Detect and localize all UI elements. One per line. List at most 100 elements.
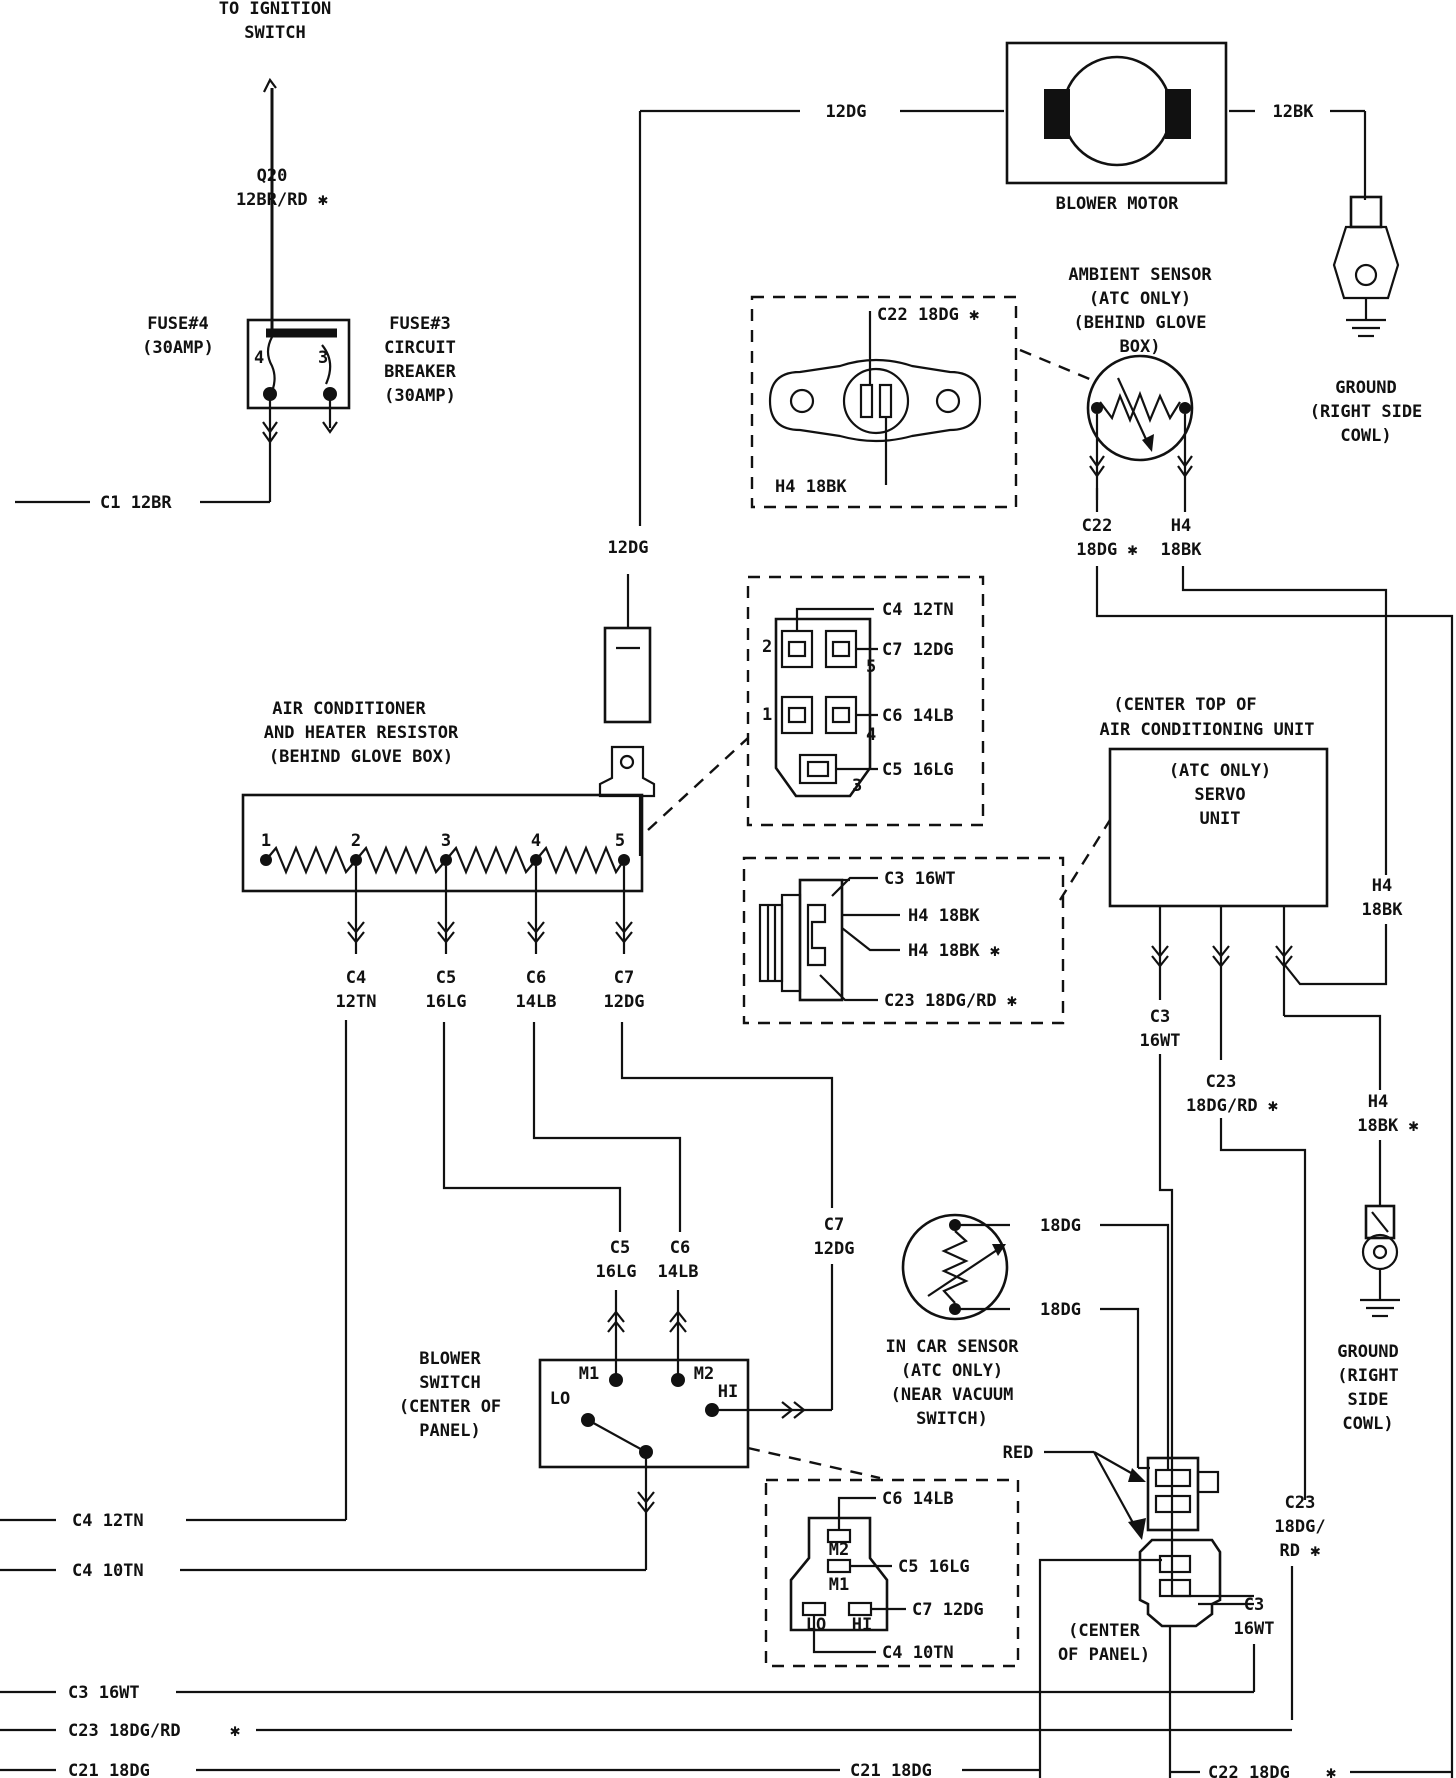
bus-c23-line1: C23	[1285, 1493, 1316, 1513]
bus-c23-line2: 18DG/	[1274, 1517, 1325, 1537]
servo-connector-h4star-label: H4 18BK ✱	[908, 941, 1000, 961]
ambient-connector-body	[842, 367, 910, 435]
resistor-connector-detail: 2 5 1 4 3 C4 12TN C7 12DG C6 14LB C5 16L…	[746, 575, 985, 827]
c23-bus-wire	[1219, 1118, 1307, 1500]
resistor-connector-c7-label: C7 12DG	[882, 640, 954, 660]
ambient-connector-cavity-1	[859, 383, 874, 419]
ambient-h4-connector	[1177, 455, 1193, 478]
ambient-c22-spec: 18DG ✱	[1076, 540, 1137, 560]
fuse3-terminal	[323, 387, 337, 401]
red-label: RED	[1003, 1443, 1034, 1463]
servo-unit-line1: (ATC ONLY)	[1169, 761, 1271, 781]
ambient-h4-spec: 18BK	[1161, 540, 1203, 560]
servo-connector-leader	[1058, 819, 1112, 901]
resistor-lead-connector	[603, 626, 652, 724]
resistor-connector-pin-label-5: 5	[866, 657, 876, 677]
servo-h4b-code: H4	[1368, 1092, 1388, 1112]
resistor-terminal-4	[530, 854, 542, 866]
resistor-terminal-4-label: 4	[531, 831, 541, 851]
in-car-sensor-body	[901, 1213, 1009, 1321]
blower-switch-housing	[538, 1358, 750, 1469]
resistor-c6-connector	[527, 921, 545, 944]
fuse3-rating: (30AMP)	[384, 386, 456, 406]
resistor-connector-pin-label-1: 1	[762, 705, 772, 725]
ambient-connector-hole-left	[789, 388, 815, 414]
blower-switch-line2: SWITCH	[419, 1373, 480, 1393]
resistor-c6-spec: 14LB	[516, 992, 557, 1012]
switch-connector-c6-lead	[837, 1496, 876, 1530]
switch-wiper	[587, 1419, 647, 1453]
switch-connector-c5-wire: C5 16LG	[898, 1557, 970, 1577]
resistor-connector-c6-label: C6 14LB	[882, 706, 954, 726]
fuse3-pin: 3	[318, 348, 328, 368]
ambient-thermistor-zigzag	[1099, 390, 1181, 423]
switch-m1-label: M1	[579, 1364, 599, 1384]
blower-motor-symbol	[1061, 55, 1173, 167]
switch-hi-label: HI	[718, 1382, 738, 1402]
resistor-c5-spec: 16LG	[426, 992, 467, 1012]
resistor-connector-pin-label-2: 2	[762, 637, 772, 657]
in-car-sensor-line3: (NEAR VACUUM	[891, 1385, 1014, 1405]
fuse4-terminal	[263, 387, 277, 401]
blower-ground-wire-label: 12BK	[1273, 102, 1315, 122]
bottom-c22-label: C22 18DG	[1208, 1763, 1290, 1778]
ambient-sensor: AMBIENT SENSOR (ATC ONLY) (BEHIND GLOVE …	[1068, 265, 1454, 1778]
left-harness: C4 12TN C4 10TN C3 16WT C23 18DG/RD ✱ C2…	[0, 1511, 1452, 1778]
switch-c7-code: C7	[824, 1215, 844, 1235]
left-c21-label: C21 18DG	[68, 1761, 150, 1778]
resistor-connector-cavity-3	[798, 753, 838, 785]
servo-c3-code: C3	[1150, 1007, 1170, 1027]
switch-connector-hi-cavity	[847, 1601, 873, 1617]
lower-connector-cavity-1	[1158, 1554, 1192, 1574]
switch-connector-body	[789, 1516, 889, 1632]
servo-c3-connector	[1151, 945, 1169, 968]
fuse-block-housing	[246, 318, 351, 410]
upper-connector-cavity-1	[1154, 1468, 1192, 1488]
in-car-thermistor-arrow	[927, 1247, 1001, 1297]
servo-connector-c23-label: C23 18DG/RD ✱	[884, 991, 1017, 1011]
ignition-label-2: SWITCH	[244, 23, 305, 43]
servo-location-line2: AIR CONDITIONING UNIT	[1100, 720, 1315, 740]
blower-switch-line4: PANEL)	[419, 1421, 480, 1441]
red-leader-lower-arrow	[1128, 1518, 1146, 1540]
ambient-sensor-line2: (ATC ONLY)	[1089, 289, 1191, 309]
ignition-label-1: TO IGNITION	[219, 0, 332, 19]
switch-m2-contact	[671, 1373, 685, 1387]
servo-connector-body	[798, 878, 844, 1002]
resistor-connector-pin-3	[806, 760, 830, 778]
switch-m2-label: M2	[694, 1364, 714, 1384]
ambient-connector-flange	[768, 358, 982, 443]
in-car-sensor-line4: SWITCH)	[916, 1409, 988, 1429]
resistor-connector-cavity-5	[824, 629, 858, 669]
ground-right-line1: GROUND	[1337, 1342, 1398, 1362]
fuse-block: 4 3 FUSE#4 (30AMP) FUSE#3 CIRCUIT BREAKE…	[142, 314, 457, 502]
resistor-c6-code: C6	[526, 968, 546, 988]
upper-connector-cavity-2	[1154, 1494, 1192, 1514]
resistor-terminal-2	[350, 854, 362, 866]
servo-h4-splice-upper	[1283, 924, 1388, 986]
resistor-connector-pin-2	[787, 640, 807, 658]
center-panel-connector: RED (CENTER OF PANEL)	[1003, 1440, 1254, 1778]
in-car-sensor: 18DG 18DG IN CAR SENSOR (ATC ONLY) (NEAR…	[885, 1213, 1170, 1468]
ground-right: GROUND (RIGHT SIDE COWL)	[1337, 1204, 1400, 1434]
c3-bus-wire	[1158, 1054, 1254, 1598]
ac-heater-resistor: AIR CONDITIONER AND HEATER RESISTOR (BEH…	[241, 699, 834, 1520]
bus-c3-line1: C3	[1244, 1595, 1264, 1615]
servo-h4-splice-lower	[1284, 1014, 1382, 1090]
servo-connector-c3-label: C3 16WT	[884, 869, 956, 889]
q20-label: Q20	[257, 166, 288, 186]
blower-switch-line1: BLOWER	[419, 1349, 481, 1369]
ambient-sensor-line4: BOX)	[1120, 337, 1161, 357]
blower-switch: C5 16LG C6 14LB C7 12DG BLOWER SWITCH (C…	[399, 1215, 881, 1570]
in-car-thermistor-zigzag	[941, 1230, 969, 1304]
switch-c6-code: C6	[670, 1238, 690, 1258]
in-car-sensor-line2: (ATC ONLY)	[901, 1361, 1003, 1381]
servo-h4a-spec: 18BK	[1362, 900, 1404, 920]
resistor-lead-label: 12DG	[608, 538, 649, 558]
fuse3-element	[321, 344, 332, 385]
left-c4-10tn-label: C4 10TN	[72, 1561, 144, 1581]
ground-top-line2: (RIGHT SIDE	[1310, 402, 1423, 422]
ground-right-eyelet	[1361, 1233, 1399, 1271]
servo-unit-line2: SERVO	[1194, 785, 1245, 805]
c6-14lb-wire	[532, 1022, 682, 1232]
